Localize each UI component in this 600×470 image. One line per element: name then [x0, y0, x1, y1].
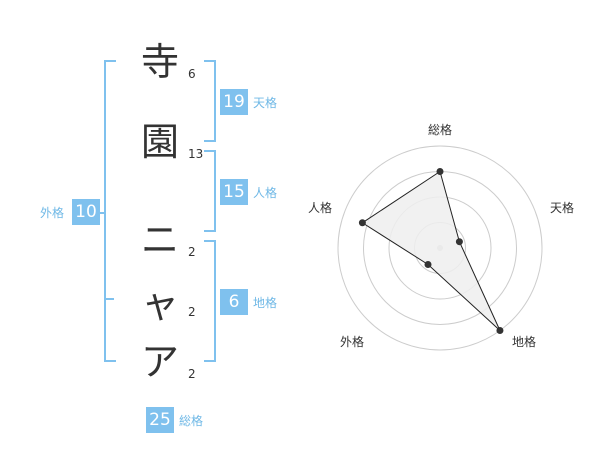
name-char-3: ニ — [140, 218, 179, 262]
radar-label-soukaku: 総格 — [428, 123, 453, 137]
radar-label-tenkaku: 天格 — [550, 201, 575, 215]
gaikaku-connector — [96, 212, 104, 214]
radar-point-soukaku — [436, 168, 444, 175]
radar-point-chikaku — [496, 327, 504, 335]
tenkaku-badge: 19 — [220, 89, 248, 115]
stroke-count-1: 6 — [188, 67, 196, 81]
gaikaku-bracket — [104, 60, 116, 362]
name-char-5: ア — [140, 340, 179, 384]
radar-polygon — [361, 170, 501, 331]
soukaku-label: 総格 — [179, 414, 204, 428]
jinkaku-badge: 15 — [220, 179, 248, 205]
radar-label-chikaku: 地格 — [512, 335, 537, 349]
gaikaku-label: 外格 — [40, 206, 65, 220]
soukaku-badge: 25 — [146, 407, 174, 433]
radar-label-jinkaku: 人格 — [308, 201, 333, 215]
chikaku-label: 地格 — [253, 296, 278, 310]
stroke-count-3: 2 — [188, 245, 196, 259]
gaikaku-bracket-tick — [104, 298, 114, 300]
tenkaku-label: 天格 — [253, 96, 278, 110]
stroke-count-2: 13 — [188, 147, 204, 161]
tenkaku-bracket — [204, 60, 216, 142]
jinkaku-label: 人格 — [253, 186, 278, 200]
radar-label-gaikaku: 外格 — [340, 335, 365, 349]
radar-point-jinkaku — [358, 219, 366, 227]
radar-point-gaikaku — [424, 261, 432, 269]
name-char-2: 園 — [140, 120, 179, 164]
chikaku-badge: 6 — [220, 289, 248, 315]
name-char-4: ャ — [140, 282, 179, 326]
radar-ring — [337, 145, 543, 351]
stroke-count-4: 2 — [188, 305, 196, 319]
name-char-1: 寺 — [140, 40, 179, 84]
chikaku-bracket — [204, 240, 216, 362]
stroke-count-5: 2 — [188, 367, 196, 381]
jinkaku-bracket — [204, 150, 216, 232]
gaikaku-badge: 10 — [72, 199, 100, 225]
radar-point-tenkaku — [455, 238, 463, 246]
